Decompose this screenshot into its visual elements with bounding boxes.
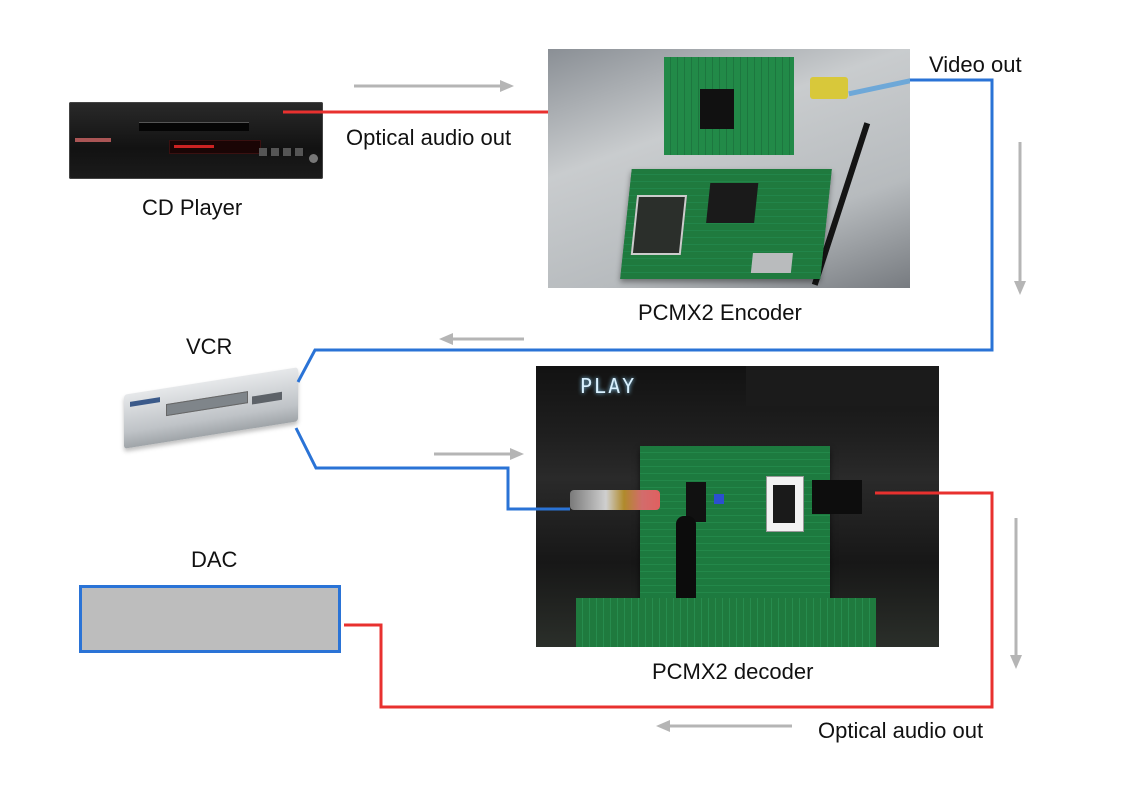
arrow-icon — [656, 720, 792, 732]
optical-audio-out-label-bottom: Optical audio out — [818, 718, 984, 743]
encoder-photo — [548, 49, 910, 288]
optical-audio-out-label-top: Optical audio out — [346, 125, 512, 150]
cd-player-image — [69, 102, 323, 179]
cd-player-knob — [309, 154, 318, 163]
cd-player-tray — [139, 122, 249, 131]
decoder-board — [640, 446, 830, 606]
arrow-icon — [1010, 518, 1022, 669]
video-out-label: Video out — [929, 52, 1022, 77]
encoder-label: PCMX2 Encoder — [638, 300, 802, 325]
cd-player-buttons — [259, 148, 305, 156]
decoder-socket — [766, 476, 804, 532]
decoder-rca-plug — [570, 490, 660, 510]
cd-player-label: CD Player — [142, 195, 243, 220]
arrow-icon — [434, 448, 524, 460]
decoder-label: PCMX2 decoder — [652, 659, 814, 684]
video-wire-vcr-to-decoder — [294, 427, 570, 511]
decoder-vcr-display: PLAY — [580, 374, 637, 398]
optical-wire-decoder-to-dac — [344, 491, 994, 709]
decoder-ic — [686, 482, 706, 522]
arrow-icon — [439, 333, 524, 345]
decoder-potentiometer — [714, 494, 724, 504]
encoder-daughter-chip — [700, 89, 734, 129]
arrow-icon — [1014, 142, 1026, 295]
cd-player-logo — [75, 138, 111, 142]
encoder-video-jack — [810, 77, 848, 99]
vcr-label: VCR — [186, 334, 233, 359]
arrow-icon — [354, 80, 514, 92]
decoder-optical-jack — [812, 480, 862, 514]
encoder-daughter-board — [664, 57, 794, 155]
decoder-lower-board — [576, 598, 876, 647]
dac-label: DAC — [191, 547, 238, 572]
dac-box — [79, 585, 341, 653]
decoder-photo: PLAY — [536, 366, 939, 647]
cd-player-display — [169, 140, 261, 154]
video-wire-encoder-to-vcr — [296, 78, 994, 383]
decoder-vcr-front — [746, 366, 939, 406]
